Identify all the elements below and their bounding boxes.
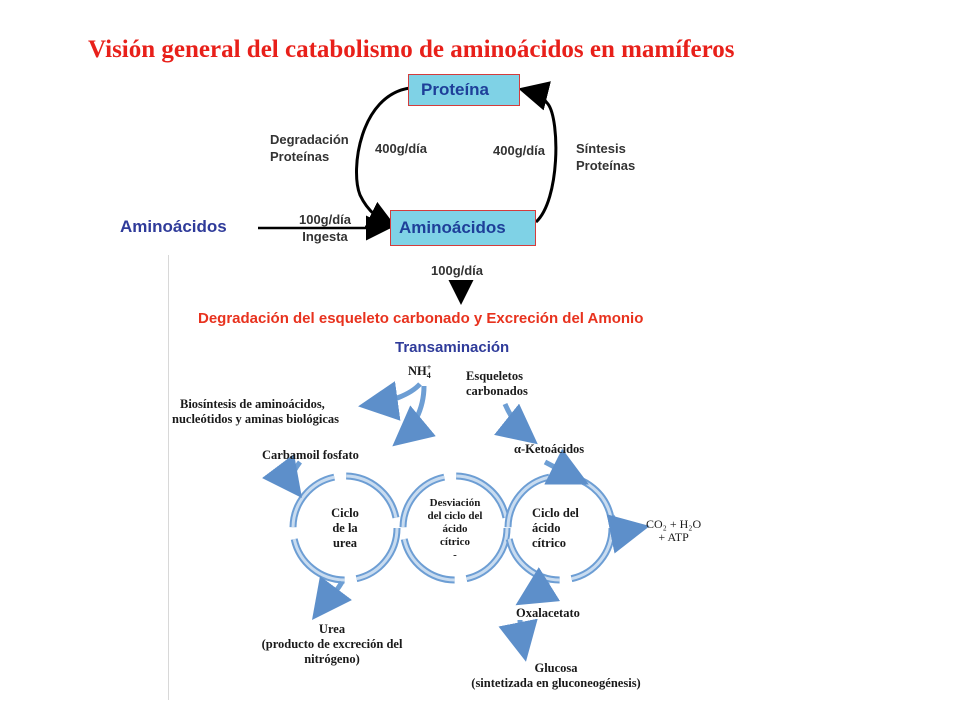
ammonium-base: NH — [408, 364, 427, 378]
urea-product: Urea (producto de excreción del nitrógen… — [242, 622, 422, 667]
co2-line-2: + ATP — [658, 530, 689, 544]
pathway-heading: Degradación del esqueleto carbonado y Ex… — [198, 310, 644, 327]
amino-acids-source: Aminoácidos — [120, 217, 227, 236]
citric-cycle-label: Ciclo del ácido cítrico — [532, 506, 579, 551]
intake-text: Ingesta — [302, 229, 348, 244]
degradation-label: Degradación Proteínas — [270, 131, 349, 165]
urea-cycle-line-2: de la — [332, 521, 358, 535]
intake-rate: 100g/día — [298, 212, 352, 227]
deviation-label: Desviación del ciclo del ácido cítrico - — [414, 497, 496, 562]
down-rate: 100g/día — [431, 263, 484, 278]
urea-line-2: (producto de excreción del — [261, 637, 403, 651]
nh4-to-biosynthesis-arrow — [358, 381, 422, 421]
urea-cycle-ring — [289, 472, 401, 584]
glucose-line-1: Glucosa — [534, 661, 578, 675]
citric-line-3: cítrico — [532, 536, 567, 550]
amino-acids-label: Aminoácidos — [399, 218, 506, 237]
intake-label: 100g/día Ingesta — [290, 211, 360, 245]
rate-synthesis: 400g/día — [493, 143, 546, 158]
synthesis-line-2: Proteínas — [576, 158, 636, 173]
panel-border — [168, 255, 169, 700]
co2-line-1: CO₂ + H₂O — [646, 517, 702, 531]
oxaloacetate-to-glucose-arrow — [498, 618, 538, 662]
skeleton-to-ketoacid-arrow — [494, 402, 538, 445]
citric-to-oxaloacetate-arrow — [515, 567, 561, 606]
carbon-skeletons: Esqueletos carbonados — [466, 369, 528, 399]
carbamoyl-phosphate: Carbamoil fosfato — [262, 448, 359, 462]
degradation-line-2: Proteínas — [270, 149, 330, 164]
degradation-line-1: Degradación — [270, 132, 349, 147]
co2-products: CO₂ + H₂O + ATP — [646, 518, 701, 544]
ammonium-label: NH+4 — [408, 364, 431, 380]
citric-line-1: Ciclo del — [532, 506, 579, 520]
urea-cycle-line-3: urea — [332, 536, 358, 550]
deviation-line-1: Desviación — [429, 497, 481, 509]
citric-line-2: ácido — [532, 521, 561, 535]
urea-cycle-label: Ciclo de la urea — [310, 506, 380, 551]
glucose-line-2: (sintetizada en gluconeogénesis) — [471, 676, 641, 690]
biosynthesis-label: Biosíntesis de aminoácidos, nucleótidos … — [172, 397, 339, 427]
carbamoyl-to-urea-cycle-arrow — [262, 453, 303, 499]
ammonium-sup: + — [426, 363, 432, 372]
urea-line-1: Urea — [318, 622, 346, 636]
deviation-line-5: - — [453, 549, 457, 561]
amino-acids-box: Aminoácidos — [390, 210, 536, 246]
deviation-line-2: del ciclo del — [427, 510, 483, 522]
deviation-line-4: cítrico — [440, 536, 470, 548]
skeletons-line-1: Esqueletos — [466, 369, 523, 383]
synthesis-label: Síntesis Proteínas — [576, 140, 635, 174]
urea-cycle-line-1: Ciclo — [331, 506, 359, 520]
ammonium-charge: +4 — [427, 364, 432, 380]
citric-to-co2-arrow — [606, 514, 650, 554]
ketoacid-to-citric-arrow — [543, 448, 589, 485]
oxaloacetate: Oxalacetato — [516, 606, 580, 620]
transamination-label: Transaminación — [395, 339, 510, 356]
synthesis-arrow — [518, 81, 558, 224]
urea-cycle-to-urea-arrow — [311, 576, 353, 620]
synthesis-line-1: Síntesis — [576, 141, 626, 156]
skeletons-line-2: carbonados — [466, 384, 528, 398]
biosynthesis-line-2: nucleótidos y aminas biológicas — [172, 412, 340, 426]
nh4-to-carbamoyl-arrow — [392, 385, 436, 447]
deviation-cycle-ring — [399, 472, 511, 584]
urea-line-3: nitrógeno) — [304, 652, 360, 666]
glucose-product: Glucosa (sintetizada en gluconeogénesis) — [446, 661, 666, 691]
protein-box: Proteína — [408, 74, 520, 106]
protein-label: Proteína — [421, 80, 490, 99]
page-title: Visión general del catabolismo de aminoá… — [88, 36, 735, 63]
deviation-line-3: ácido — [442, 523, 468, 535]
ammonium-sub: 4 — [426, 371, 431, 380]
ketoacids: α-Ketoácidos — [514, 442, 585, 456]
biosynthesis-line-1: Biosíntesis de aminoácidos, — [180, 397, 325, 411]
rate-degradation: 400g/día — [375, 141, 428, 156]
